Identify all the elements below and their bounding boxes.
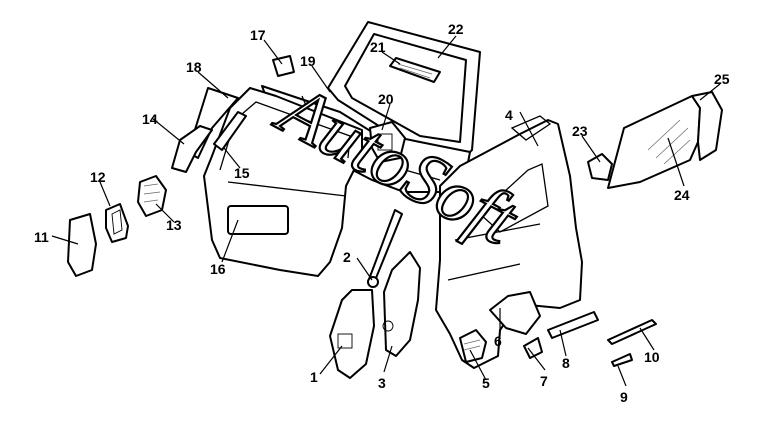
part-5-lamp	[459, 329, 487, 363]
callouts: 1 2 3 4 5 6 7 8 9 10 11 12 13 14 15 16 1…	[34, 21, 730, 405]
leader-lines	[51, 35, 721, 387]
part-14-trim	[171, 125, 213, 173]
part-25-glass-edge	[691, 91, 723, 161]
part-9-strip	[611, 353, 633, 367]
callout-21: 21	[370, 39, 386, 55]
part-3-inner-panel	[382, 251, 421, 357]
part-22-frame	[327, 21, 481, 161]
callout-17: 17	[250, 27, 266, 43]
callout-6: 6	[494, 333, 502, 349]
callout-11: 11	[34, 229, 49, 245]
part-16-tailgate	[203, 87, 363, 277]
part-15-wiper	[213, 111, 247, 151]
part-4-side-panel	[435, 115, 583, 369]
callout-19: 19	[300, 53, 316, 69]
part-1-lamp	[329, 289, 375, 379]
callout-20: 20	[378, 91, 394, 107]
callout-9: 9	[620, 389, 628, 405]
part-20-bracket	[369, 121, 406, 163]
callout-4: 4	[505, 107, 513, 123]
part-8-moulding	[547, 311, 599, 339]
callout-15: 15	[234, 165, 250, 181]
callout-5: 5	[482, 375, 490, 391]
part-2-strut	[367, 209, 403, 288]
callout-2: 2	[343, 249, 351, 265]
callout-1: 1	[310, 369, 318, 385]
callout-24: 24	[674, 187, 690, 203]
part-23-hinge	[587, 153, 613, 181]
callout-14: 14	[142, 111, 158, 127]
callout-25: 25	[714, 71, 730, 87]
callout-13: 13	[166, 217, 182, 233]
part-10-strip	[607, 319, 657, 345]
callout-22: 22	[448, 21, 464, 37]
callout-3: 3	[378, 375, 386, 391]
callout-7: 7	[540, 373, 548, 389]
callout-12: 12	[90, 169, 106, 185]
callout-16: 16	[210, 261, 226, 277]
part-7-clip	[523, 337, 543, 359]
callout-10: 10	[644, 349, 660, 365]
callout-8: 8	[562, 355, 570, 371]
part-12-seal	[105, 203, 129, 243]
callout-23: 23	[572, 123, 588, 139]
part-17-clip	[272, 55, 295, 77]
callout-18: 18	[186, 59, 202, 75]
part-6-arch	[489, 291, 541, 335]
part-24-side-glass	[607, 95, 701, 189]
part-11-bracket	[67, 213, 97, 277]
